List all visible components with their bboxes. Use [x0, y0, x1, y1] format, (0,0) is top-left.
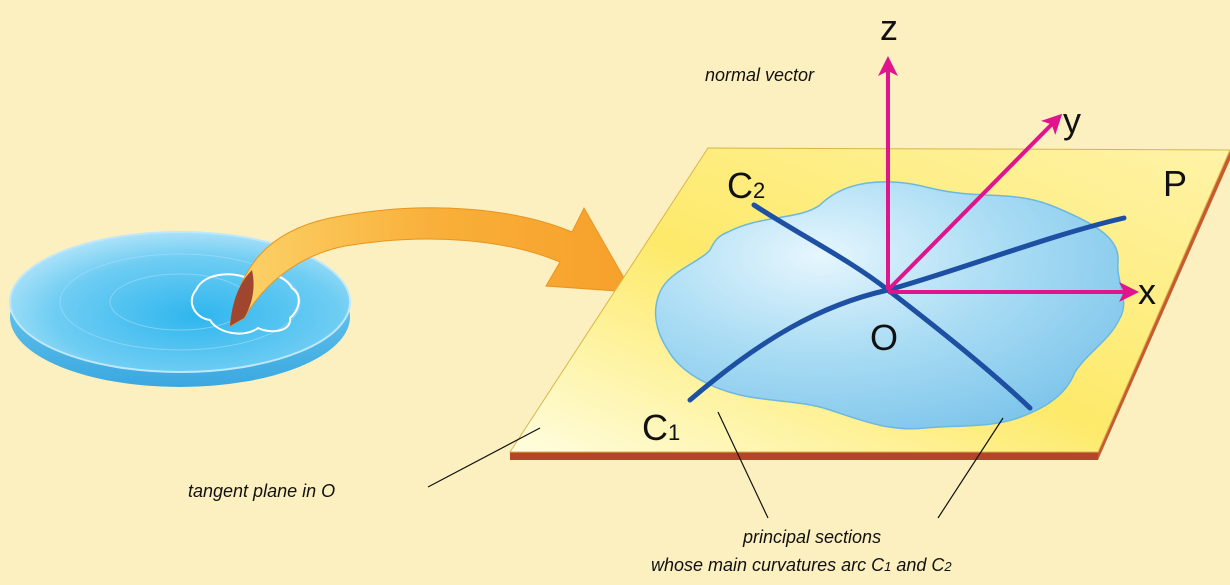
leader-principal-2 — [937, 417, 1004, 519]
annotation-normal-vector: normal vector — [705, 65, 815, 85]
annotation-principal-2-pre: whose main curvatures arc C — [651, 555, 885, 575]
annotation-tangent-plane: tangent plane in O — [188, 481, 335, 501]
label-c2-sub: 2 — [753, 178, 765, 203]
label-z: z — [880, 7, 898, 48]
label-c1-sub: 1 — [668, 420, 680, 445]
plane-front-edge — [510, 452, 1098, 460]
annotation-principal-1: principal sections — [742, 527, 881, 547]
y-axis — [886, 113, 1063, 292]
arrow-root — [230, 270, 254, 326]
annotation-principal-2-sub1: 1 — [884, 559, 891, 574]
label-plane: P — [1163, 163, 1187, 204]
plane-right-edge — [1098, 150, 1230, 460]
annotation-principal-2-sub2: 2 — [943, 559, 952, 574]
label-c2-letter: C — [727, 165, 753, 206]
surface-patch — [654, 181, 1125, 430]
label-c1-letter: C — [642, 407, 668, 448]
annotation-principal-2-mid: and C — [891, 555, 945, 575]
label-y: y — [1063, 100, 1081, 141]
leader-principal-1 — [717, 411, 769, 519]
axes — [878, 56, 1139, 302]
transfer-arrow — [229, 206, 633, 327]
annotation-principal-2: whose main curvatures arc C1 and C2 — [651, 555, 952, 575]
label-c2: C2 — [727, 165, 765, 206]
leader-tangent — [427, 427, 541, 488]
leader-lines — [427, 411, 1004, 519]
label-c1: C1 — [642, 407, 680, 448]
label-x: x — [1138, 271, 1156, 312]
label-origin: O — [870, 317, 898, 358]
